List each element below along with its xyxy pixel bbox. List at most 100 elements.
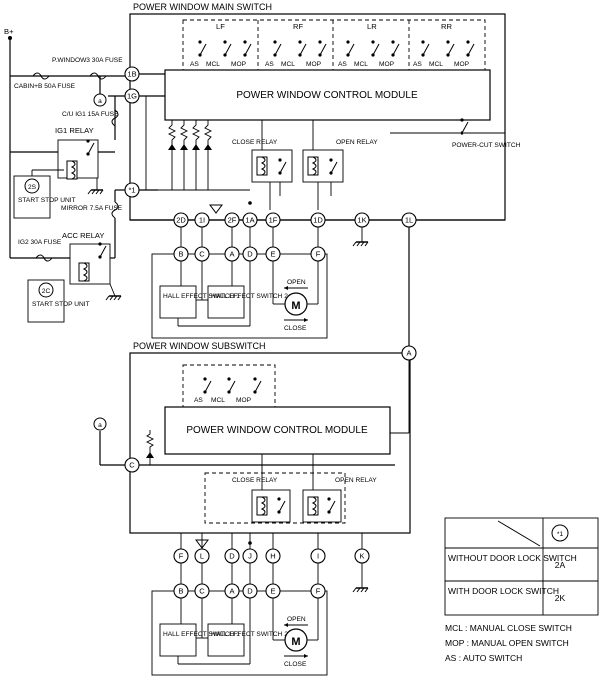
connector-1k: 1K [354, 212, 370, 228]
sub-door-pin-a: A [224, 583, 240, 599]
main-module-label: POWER WINDOW CONTROL MODULE [236, 90, 418, 101]
sub-hall-switch-2 [207, 623, 245, 657]
main-mop-rr: MOP [454, 61, 470, 68]
connector-1i: 1I [194, 212, 210, 228]
connector-1l: 1L [401, 212, 417, 228]
svg-text:E: E [270, 250, 275, 259]
sub-relay-group [204, 472, 346, 524]
main-close-relay-label: CLOSE RELAY [232, 139, 278, 146]
main-mop-lf: MOP [231, 61, 247, 68]
sub-connector-a: A [401, 345, 417, 361]
group-labels: LF RF LR RR [216, 22, 452, 31]
sub-pin-l: L [194, 548, 210, 564]
connector-1a: 1A [242, 212, 258, 228]
svg-text:1D: 1D [313, 216, 323, 225]
legend-row-2-value: 2K [555, 593, 566, 603]
unit-2-label: START STOP UNIT [32, 301, 90, 308]
lf-pin-e: E [265, 246, 281, 262]
main-open-relay [302, 149, 344, 183]
group-lr-label: LR [367, 22, 377, 31]
svg-text:D: D [247, 587, 253, 596]
svg-text:F: F [179, 552, 184, 561]
sub-connector-c: C [124, 457, 140, 473]
connector-1g: 1G [124, 88, 140, 104]
svg-text:C: C [199, 587, 205, 596]
svg-text:H: H [270, 552, 275, 561]
svg-text:L: L [200, 552, 204, 561]
sub-module-label: POWER WINDOW CONTROL MODULE [186, 425, 368, 436]
sub-as-label: AS [194, 397, 203, 404]
svg-text:C: C [199, 250, 205, 259]
lf-hall-switch-2 [207, 285, 245, 319]
lf-pin-f: F [310, 246, 326, 262]
group-lf-label: LF [216, 22, 225, 31]
svg-text:1L: 1L [405, 216, 413, 225]
main-mcl-lf: MCL [206, 61, 220, 68]
svg-text:F: F [316, 250, 321, 259]
lf-motor-close: CLOSE [284, 325, 307, 332]
sub-open-relay-label: OPEN RELAY [335, 477, 377, 484]
abbr-mcl: MCL : MANUAL CLOSE SWITCH [445, 623, 572, 633]
start-stop-unit-2 [27, 279, 65, 323]
svg-text:J: J [248, 552, 252, 561]
lf-pin-d: D [242, 246, 258, 262]
sub-mop-label: MOP [236, 397, 252, 404]
unit-2-badge: 2C [42, 288, 51, 295]
supply-label: B+ [4, 27, 14, 36]
main-close-relay [251, 149, 293, 183]
svg-text:B: B [178, 250, 183, 259]
connector-legend-table: *1 WITHOUT DOOR LOCK SWITCH 2A WITH DOOR… [444, 517, 599, 616]
sub-door-pin-c: C [194, 583, 210, 599]
cu-ig1-fuse-label: C/U IG1 15A FUSE [62, 111, 119, 118]
unit-1-label: START STOP UNIT [18, 197, 76, 204]
sub-control-module [164, 406, 391, 455]
legend-row-1-value: 2A [555, 560, 566, 570]
pwindow3-fuse-label: P.WINDOW3 30A FUSE [52, 57, 123, 64]
svg-text:1B: 1B [127, 70, 136, 79]
main-mcl-lr: MCL [354, 61, 368, 68]
connector-2f: 2F [224, 212, 240, 228]
svg-text:A: A [406, 349, 411, 358]
svg-text:D: D [247, 250, 253, 259]
sub-open-relay [302, 489, 342, 523]
main-mcl-rf: MCL [281, 61, 295, 68]
switch-bank [182, 19, 486, 71]
ig1-relay-label: IG1 RELAY [55, 126, 94, 135]
svg-text:F: F [316, 587, 321, 596]
mirror-fuse-label: MIRROR 7.5A FUSE [61, 205, 123, 212]
svg-text:1K: 1K [357, 216, 366, 225]
connector-1d: 1D [310, 212, 326, 228]
lf-pin-b: B [173, 246, 189, 262]
svg-text:K: K [359, 552, 364, 561]
ig2-fuse-label: IG2 30A FUSE [18, 239, 62, 246]
sub-pin-j: J [242, 548, 258, 564]
abbreviation-notes: MCL : MANUAL CLOSE SWITCH MOP : MANUAL O… [445, 623, 572, 663]
legend-row-2-label: WITH DOOR LOCK SWITCH [448, 586, 559, 596]
svg-text:2F: 2F [228, 216, 237, 225]
svg-text:*1: *1 [128, 186, 135, 195]
sub-motor-symbol: M [291, 636, 300, 648]
lf-pin-c: C [194, 246, 210, 262]
main-mcl-rr: MCL [429, 61, 443, 68]
sub-motor-close: CLOSE [284, 661, 307, 668]
cabin-b-fuse-label: CABIN+B 50A FUSE [14, 83, 76, 90]
connector-star1: *1 [124, 182, 140, 198]
svg-text:I: I [317, 552, 319, 561]
sub-motor-open: OPEN [287, 616, 306, 623]
connector-1f: 1F [265, 212, 281, 228]
acc-relay [69, 243, 111, 285]
svg-text:1I: 1I [199, 216, 205, 225]
svg-text:A: A [229, 250, 234, 259]
group-rf-label: RF [293, 22, 303, 31]
acc-relay-label: ACC RELAY [62, 231, 104, 240]
sub-switch-bank [182, 364, 276, 408]
legend-row-1-label: WITHOUT DOOR LOCK SWITCH [448, 553, 577, 563]
abbr-mop: MOP : MANUAL OPEN SWITCH [445, 638, 569, 648]
ig1-relay [57, 139, 99, 179]
main-switch-title: POWER WINDOW MAIN SWITCH [133, 2, 272, 12]
sub-pin-h: H [265, 548, 281, 564]
svg-text:1A: 1A [245, 216, 254, 225]
abbr-as: AS : AUTO SWITCH [445, 653, 522, 663]
lf-pin-a: A [224, 246, 240, 262]
